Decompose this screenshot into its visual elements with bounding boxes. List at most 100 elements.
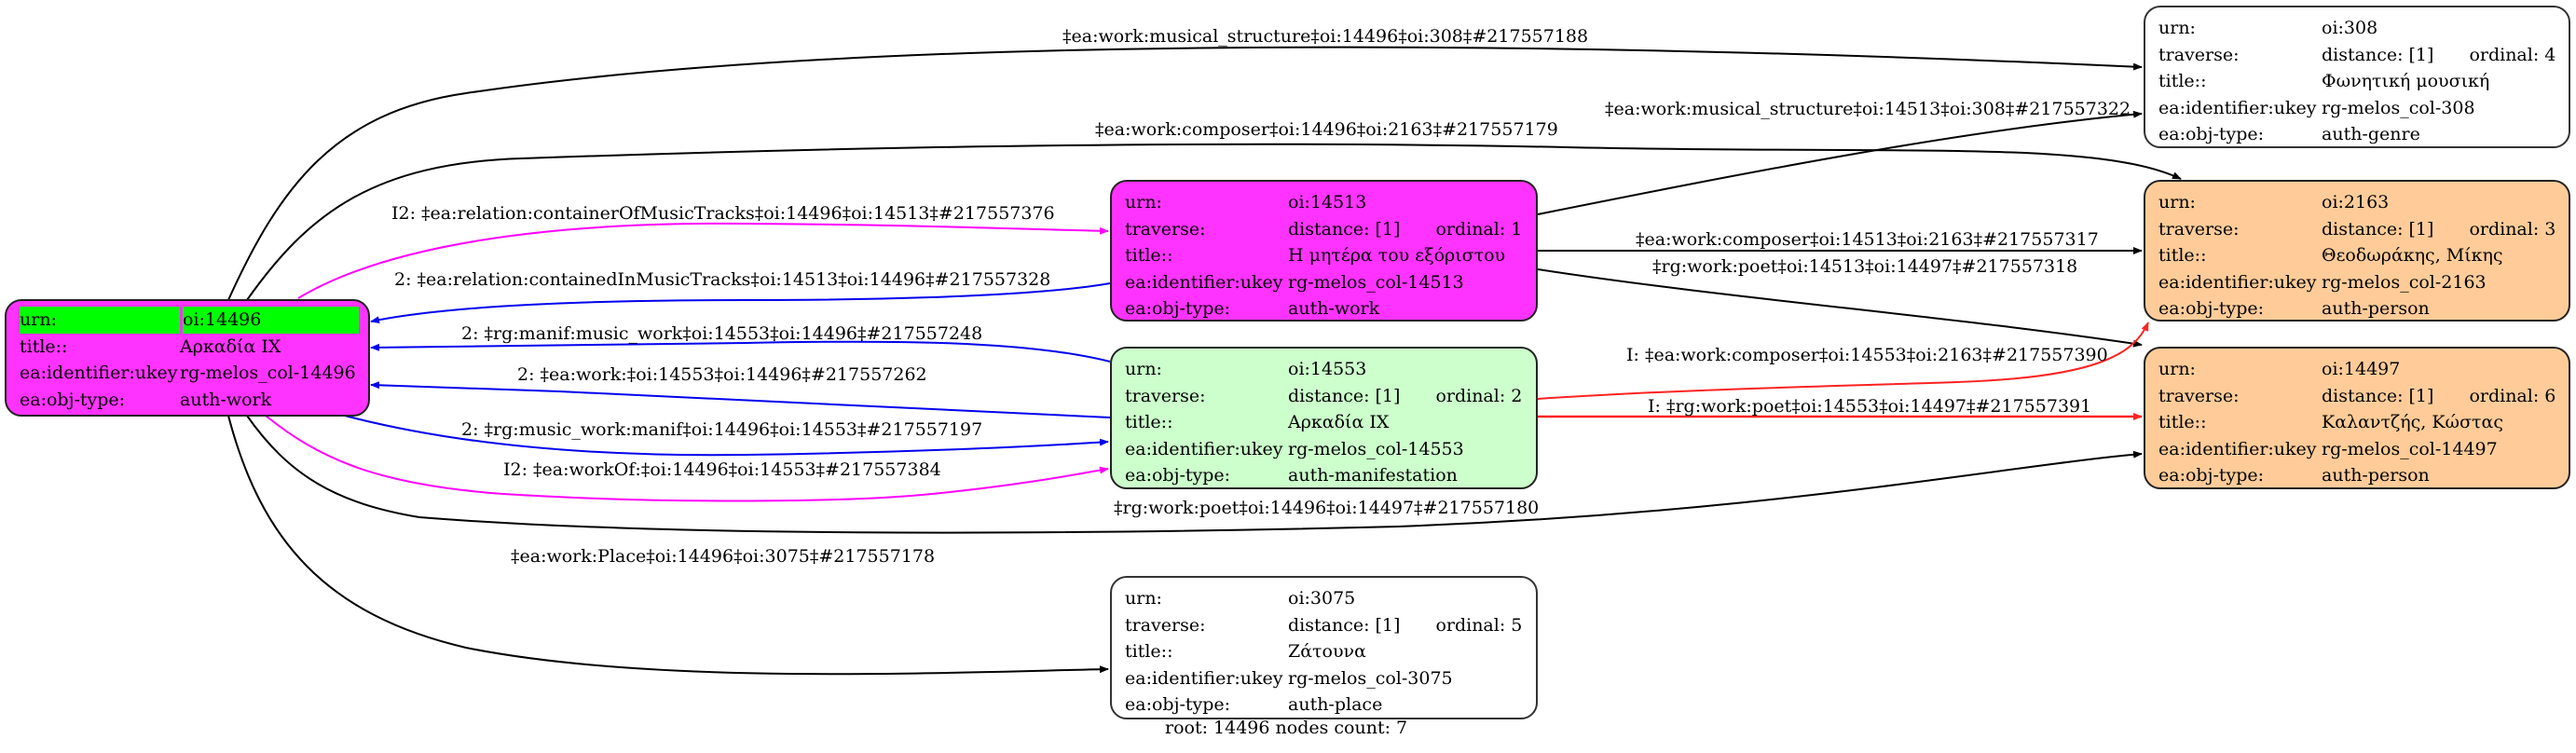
node-row-type: ea:obj-type: auth-work [16, 387, 359, 414]
node-row-type: ea:obj-type:auth-place [1125, 691, 1523, 719]
ordinal-value: ordinal: 5 [1435, 614, 1523, 636]
field-value-title: Θεοδωράκης, Μίκης [2322, 245, 2503, 266]
field-value-traverse: distance: [1] ordinal: 1 [1288, 216, 1523, 243]
field-value-title: Αρκαδία IX [1288, 412, 1390, 432]
field-key: urn: [20, 307, 180, 334]
node-3075[interactable]: urn:oi:3075 traverse:distance: [1]ordina… [1110, 576, 1538, 719]
field-value-type: auth-place [1288, 694, 1383, 715]
node-row-type: ea:obj-type: auth-person [2158, 462, 2555, 489]
edge-label-e390: I: ‡ea:work:composer‡oi:14553‡oi:2163‡#2… [1626, 345, 2108, 365]
distance-value: distance: [1] [2322, 218, 2434, 240]
field-key: ea:identifier:ukey [2158, 97, 2317, 118]
node-row-traverse: traverse:distance: [1]ordinal: 3 [2158, 216, 2555, 243]
field-value-title: Φωνητική μουσική [2322, 71, 2490, 91]
graph-footer-caption: root: 14496 nodes count: 7 [1165, 718, 1408, 738]
field-value-type: auth-person [2322, 465, 2430, 486]
distance-value: distance: [1] [1288, 385, 1401, 406]
field-key: urn: [1125, 192, 1162, 212]
edge-label-e180: ‡rg:work:poet‡oi:14496‡oi:14497‡#2175571… [1114, 498, 1539, 518]
field-key: ea:identifier:ukey [20, 363, 178, 383]
field-key: title:: [2158, 245, 2207, 266]
field-value-type: auth-person [2322, 298, 2430, 319]
field-value-type: auth-manifestation [1288, 465, 1458, 486]
node-row-urn: urn:oi:308 [2158, 15, 2555, 42]
field-key: urn: [2158, 359, 2196, 379]
edge-label-e391: I: ‡rg:work:poet‡oi:14553‡oi:14497‡#2175… [1648, 396, 2091, 417]
edge-label-e322: ‡ea:work:musical_structure‡oi:14513‡oi:3… [1605, 99, 2131, 119]
node-row-urn: urn:oi:14497 [2158, 356, 2555, 383]
edge-e188[interactable] [227, 46, 2143, 301]
field-key: title:: [1125, 412, 1173, 432]
field-key: title:: [1125, 641, 1173, 662]
ordinal-value: ordinal: 1 [1435, 218, 1523, 240]
edge-e179[interactable] [246, 143, 2182, 301]
edge-label-e248: 2: ‡rg:manif:music_work‡oi:14553‡oi:1449… [461, 323, 982, 344]
node-14513[interactable]: urn:oi:14513 traverse:distance: [1]ordin… [1110, 180, 1538, 322]
edge-e328[interactable] [370, 282, 1111, 324]
field-value-traverse: distance: [1] ordinal: 2 [1288, 383, 1523, 410]
ordinal-value: ordinal: 3 [2469, 218, 2556, 240]
edge-label-e318: ‡rg:work:poet‡oi:14513‡oi:14497‡#2175573… [1652, 256, 2077, 277]
field-value-ukey: rg-melos_col-14553 [1288, 438, 1464, 459]
edge-e384[interactable] [265, 415, 1109, 502]
field-key: traverse: [1125, 385, 1206, 406]
edge-label-e384: I2: ‡ea:workOf:‡oi:14496‡oi:14553‡#21755… [503, 459, 941, 480]
edge-e248[interactable] [370, 340, 1111, 363]
node-2163[interactable]: urn:oi:2163 traverse:distance: [1]ordina… [2144, 180, 2570, 322]
node-row-title: title::Καλαντζής, Κώστας [2158, 409, 2555, 436]
field-value-traverse: distance: [1]ordinal: 4 [2322, 42, 2555, 69]
field-key: title:: [1125, 245, 1173, 266]
edge-e322[interactable] [1537, 110, 2143, 215]
node-row-urn: urn:oi:2163 [2158, 189, 2555, 216]
edge-e262[interactable] [370, 381, 1111, 418]
node-14497[interactable]: urn:oi:14497 traverse:distance: [1]ordin… [2144, 347, 2570, 489]
node-row-title: title:: Αρκαδία IX [16, 334, 359, 361]
edge-e376[interactable] [297, 222, 1109, 299]
field-key: urn: [1125, 588, 1162, 609]
node-14553[interactable]: urn:oi:14553 traverse:distance: [1]ordin… [1110, 347, 1538, 489]
field-key: ea:identifier:ukey [1125, 667, 1283, 689]
field-value-urn: oi:3075 [1288, 588, 1356, 609]
distance-value: distance: [1] [1288, 218, 1401, 240]
field-key: title:: [2158, 71, 2207, 91]
field-key: ea:obj-type: [1125, 465, 1231, 486]
field-value-ukey: rg-melos_col-14513 [1288, 271, 1464, 293]
edge-e390[interactable] [1537, 322, 2149, 400]
field-value-title: Η μητέρα του εξόριστου [1288, 245, 1506, 266]
edge-label-e178: ‡ea:work:Place‡oi:14496‡oi:3075‡#2175571… [511, 546, 935, 567]
node-row-type: ea:obj-type:auth-person [2158, 295, 2555, 322]
field-key: ea:identifier:ukey [2158, 438, 2317, 459]
field-value-type: auth-work [1288, 298, 1380, 319]
ordinal-value: ordinal: 2 [1435, 385, 1523, 406]
edge-e178[interactable] [227, 415, 1109, 676]
edge-label-e179: ‡ea:work:composer‡oi:14496‡oi:2163‡#2175… [1095, 119, 1558, 140]
edge-e197[interactable] [344, 415, 1109, 457]
field-value-ukey: rg-melos_col-14497 [2322, 438, 2498, 459]
distance-value: distance: [1] [1288, 614, 1401, 636]
field-value-urn: oi:2163 [2322, 192, 2390, 212]
node-row-type: ea:obj-type:auth-genre [2158, 121, 2555, 148]
node-row-type: ea:obj-type:auth-work [1125, 295, 1523, 322]
edge-e318[interactable] [1537, 268, 2143, 348]
edge-e180[interactable] [246, 415, 2143, 534]
distance-value: distance: [1] [2322, 44, 2434, 65]
field-key: urn: [1125, 359, 1162, 379]
node-row-title: title::Φωνητική μουσική [2158, 68, 2555, 95]
field-key: ea:obj-type: [2158, 465, 2265, 486]
field-value-title: Καλαντζής, Κώστας [2322, 412, 2504, 432]
node-row-title: title::Θεοδωράκης, Μίκης [2158, 242, 2555, 269]
edge-label-e317: ‡ea:work:composer‡oi:14513‡oi:2163‡#2175… [1636, 229, 2099, 250]
node-row-traverse: traverse: distance: [1] ordinal: 2 [1125, 383, 1523, 410]
field-key: ea:identifier:ukey [1125, 271, 1283, 293]
field-value-type: auth-work [180, 389, 272, 410]
field-key: ea:identifier:ukey [1125, 438, 1283, 459]
field-value-traverse: distance: [1] ordinal: 3 [2322, 216, 2555, 243]
node-root-14496[interactable]: urn: oi:14496 title:: Αρκαδία IX ea:iden… [5, 299, 370, 417]
field-key: traverse: [2158, 385, 2240, 406]
node-308[interactable]: urn:oi:308 traverse:distance: [1]ordinal… [2144, 6, 2570, 148]
field-key: ea:obj-type: [20, 389, 126, 410]
ordinal-value: ordinal: 6 [2469, 385, 2556, 406]
